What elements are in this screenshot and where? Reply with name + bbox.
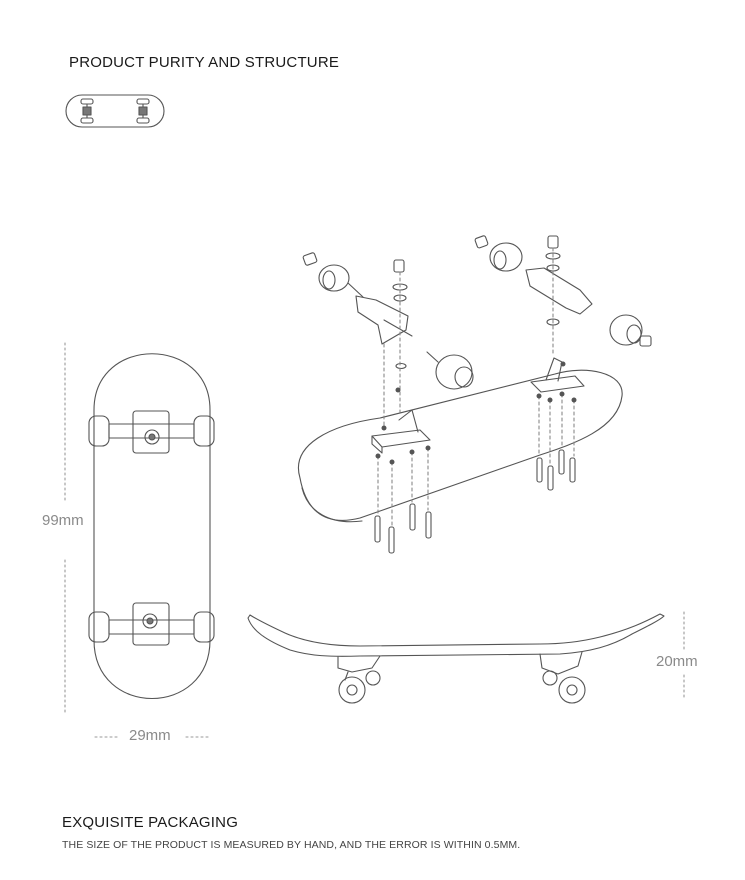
height-dimension: 20mm — [656, 653, 698, 670]
exploded-assembly-view — [297, 235, 652, 554]
measurement-note: THE SIZE OF THE PRODUCT IS MEASURED BY H… — [62, 839, 521, 851]
length-dimension: 99mm — [42, 512, 84, 529]
page-title: PRODUCT PURITY AND STRUCTURE — [69, 54, 340, 71]
skateboard-side-view — [247, 613, 665, 704]
section-title: EXQUISITE PACKAGING — [62, 814, 239, 831]
width-dimension: 29mm — [129, 727, 171, 744]
assembly-guides — [377, 247, 575, 526]
board-thumbnail-icon — [65, 94, 165, 128]
skateboard-top-view — [88, 353, 215, 699]
dimension-guides — [64, 342, 685, 738]
